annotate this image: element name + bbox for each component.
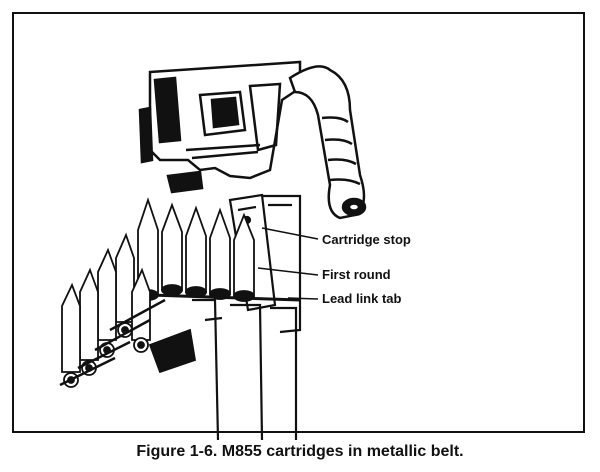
cartridge-belt [59, 197, 255, 388]
cartridge-round [61, 282, 81, 388]
cartridge-round [161, 202, 183, 296]
first-round-label: First round [322, 267, 391, 282]
cartridge-stop-label: Cartridge stop [322, 232, 411, 247]
leader-lines [257, 227, 319, 300]
first-round [233, 212, 255, 302]
lead-link-tab-label: Lead link tab [322, 291, 402, 306]
cartridge-round [209, 207, 231, 300]
receiver-cover [138, 60, 302, 194]
carrying-handle [288, 65, 367, 220]
cartridge-round [185, 205, 207, 298]
figure-caption: Figure 1-6. M855 cartridges in metallic … [136, 443, 464, 460]
